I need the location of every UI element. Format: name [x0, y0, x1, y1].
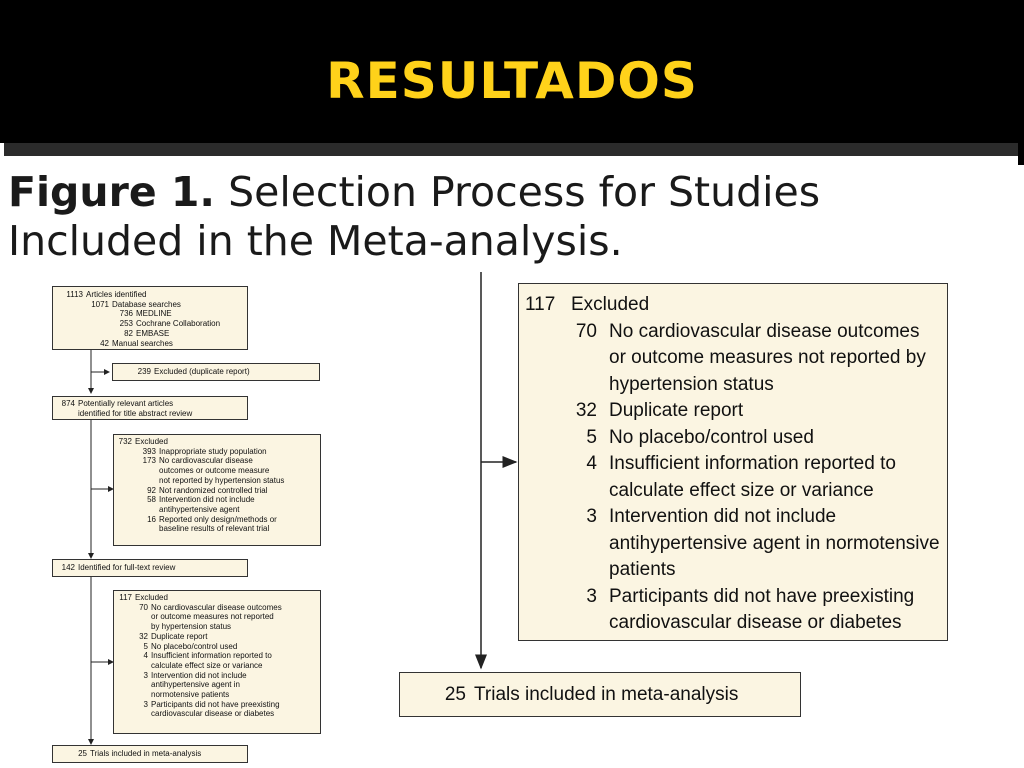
- list-item: by hypertension status: [151, 622, 232, 632]
- list-item: cardiovascular disease or diabetes: [151, 709, 275, 719]
- slide-title: RESULTADOS: [326, 52, 698, 110]
- list-item: normotensive patients: [151, 690, 230, 700]
- list-item: antihypertensive agent in: [151, 680, 240, 690]
- list-item: 117 Excluded: [525, 294, 650, 315]
- figure-label: Figure 1.: [8, 168, 216, 216]
- box-trials-included-zoom: 25 Trials included in meta-analysis: [399, 672, 801, 717]
- list-item: antihypertensive agent: [159, 504, 240, 514]
- list-item: baseline results of relevant trial: [159, 524, 270, 534]
- title-underline: [4, 143, 1020, 156]
- list-item: or outcome measures not reported: [151, 612, 274, 622]
- title-underline-edge: [1018, 143, 1024, 165]
- list-item: outcomes or outcome measure: [159, 466, 270, 476]
- list-item: calculate effect size or variance: [151, 660, 263, 670]
- figure-caption: Figure 1. Selection Process for Studies …: [8, 168, 1008, 266]
- list-item: not reported by hypertension status: [159, 475, 285, 485]
- title-bar: RESULTADOS: [0, 0, 1024, 143]
- figure-caption-text: Selection Process for Studies Included i…: [8, 168, 821, 265]
